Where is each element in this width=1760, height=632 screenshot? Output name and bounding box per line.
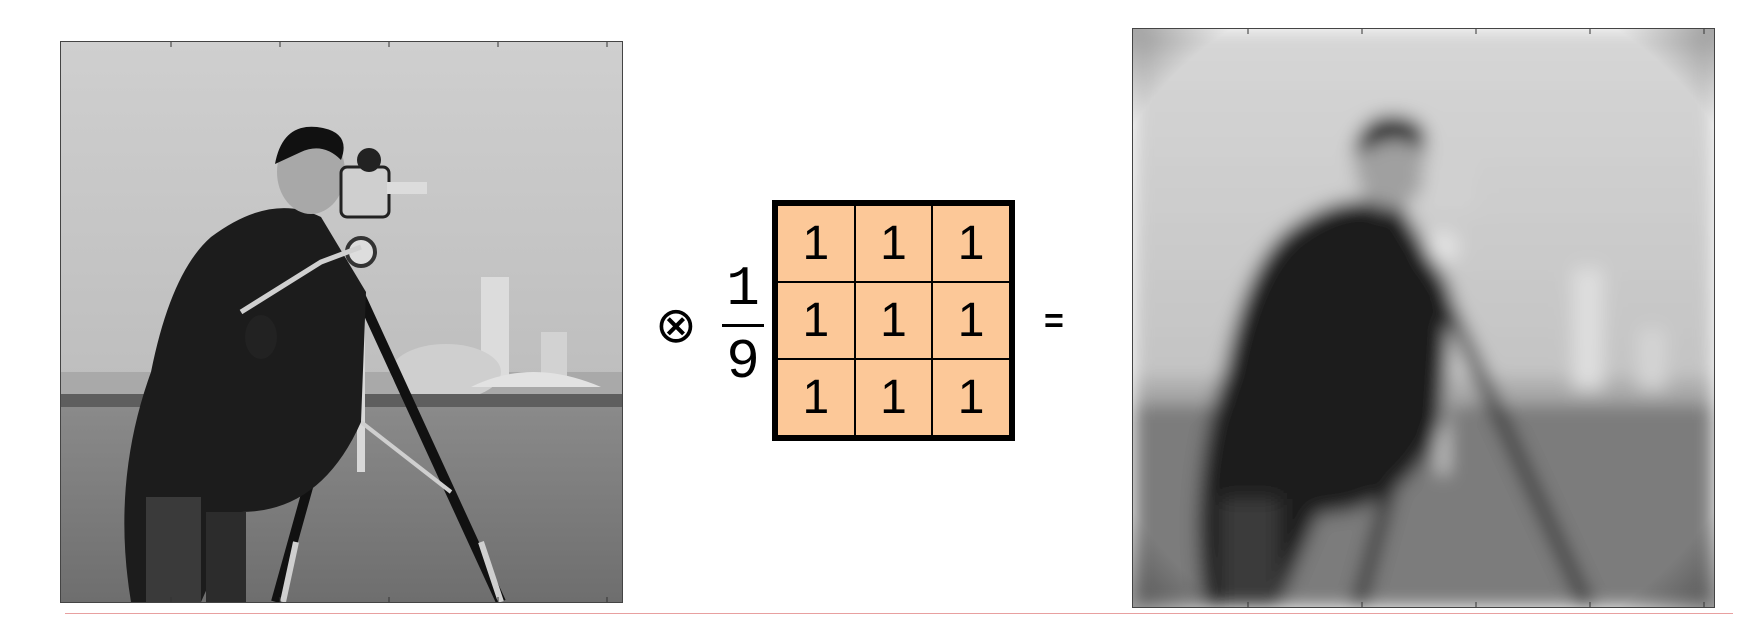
cameraman-blurred-picture — [1133, 29, 1714, 607]
box-filter-kernel: 1 1 1 1 1 1 1 1 1 — [772, 200, 1015, 441]
kernel-cell: 1 — [854, 205, 933, 282]
cameraman-sharp-picture — [61, 42, 622, 602]
slide-rule-line — [65, 613, 1733, 614]
fraction-numerator: 1 — [726, 257, 760, 321]
equals-sign: = — [1044, 302, 1064, 340]
kernel-cell: 1 — [854, 282, 933, 359]
kernel-cell: 1 — [932, 205, 1010, 282]
output-image — [1132, 28, 1715, 608]
convolution-operator: ⊗ — [655, 296, 697, 354]
fraction-bar — [722, 324, 764, 327]
kernel-cell: 1 — [854, 359, 933, 436]
kernel-cell: 1 — [777, 205, 855, 282]
kernel-cell: 1 — [932, 359, 1010, 436]
kernel-cell: 1 — [777, 282, 855, 359]
kernel-cell: 1 — [777, 359, 855, 436]
kernel-cell: 1 — [932, 282, 1010, 359]
fraction-denominator: 9 — [726, 330, 760, 394]
input-image — [60, 41, 623, 603]
normalization-fraction: 1 9 — [718, 258, 768, 393]
